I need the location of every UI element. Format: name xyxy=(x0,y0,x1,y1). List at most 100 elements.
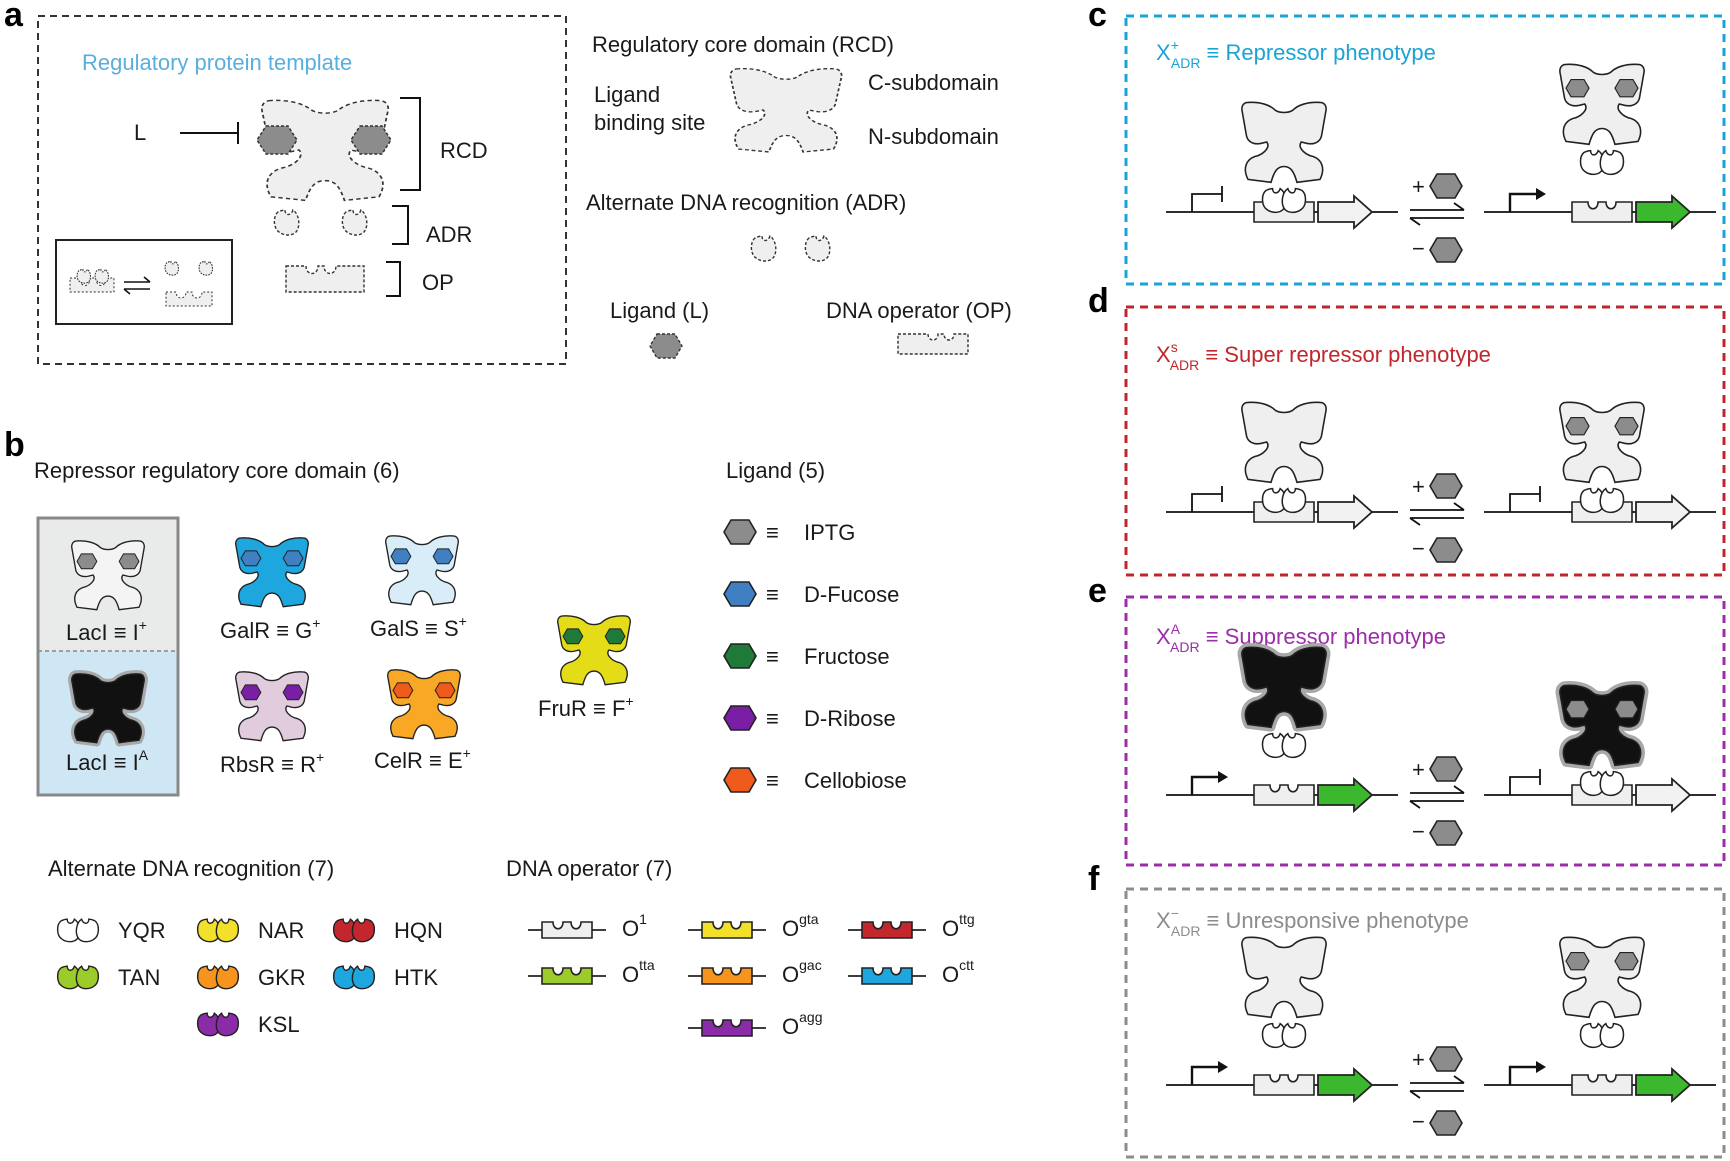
operator-site xyxy=(1571,1074,1633,1096)
ligand-hex-iptg xyxy=(723,519,757,545)
ligand-binding-line2: binding site xyxy=(594,110,705,135)
scene-e-right-adr xyxy=(1579,770,1625,797)
ligand-equiv: ≡ xyxy=(766,768,779,793)
ligand-equiv: ≡ xyxy=(766,582,779,607)
scene-d: +− xyxy=(1166,401,1716,563)
frur-protein xyxy=(557,615,631,686)
panel-label-c: c xyxy=(1088,0,1107,34)
scene-e-left-adr xyxy=(1261,732,1307,759)
equilibrium-arrows: +− xyxy=(1409,1046,1465,1136)
ligand-legend-hex xyxy=(649,333,683,359)
laci-a-label: LacI ≡ IA xyxy=(66,747,149,775)
template-adr-left xyxy=(273,209,300,236)
ligand-equiv: ≡ xyxy=(766,520,779,545)
operator-label: Octt xyxy=(942,957,974,987)
ligand-hex-d-ribose xyxy=(723,705,757,731)
reporter-gene-off xyxy=(1317,493,1374,531)
scene-f-right-protein xyxy=(1559,936,1645,1019)
b-adr-title: Alternate DNA recognition (7) xyxy=(48,856,334,881)
ligand-L-label: L xyxy=(134,120,146,145)
plus-ligand-label: + xyxy=(1412,174,1425,199)
b-op-title: DNA operator (7) xyxy=(506,856,672,881)
reporter-gene-off xyxy=(1317,193,1374,231)
scene-c-left-protein xyxy=(1241,101,1327,184)
operator-ttg xyxy=(861,921,913,939)
ligand-hex-d-fucose xyxy=(723,581,757,607)
plus-ligand-label: + xyxy=(1412,1047,1425,1072)
operator-legend-shape xyxy=(897,333,969,355)
operator-gta xyxy=(701,921,753,939)
template-adr-right xyxy=(341,209,368,236)
rbsr-label: RbsR ≡ R+ xyxy=(220,749,324,777)
panel-c-frame xyxy=(1124,14,1726,286)
panel-f-title: X−ADR ≡ Unresponsive phenotype xyxy=(1156,905,1469,939)
equilibrium-arrows: +− xyxy=(1409,473,1465,563)
scene-f: +− xyxy=(1166,936,1716,1136)
adr-name: KSL xyxy=(258,1012,300,1037)
ligand-title: Ligand (L) xyxy=(610,298,709,323)
operator-label: Ottg xyxy=(942,911,975,941)
inset-bound xyxy=(69,277,115,293)
scene-f-left-adr xyxy=(1261,1022,1307,1049)
scene-c-right-protein xyxy=(1559,63,1645,146)
template-ligand-right xyxy=(350,125,392,155)
plus-ligand-label: + xyxy=(1412,757,1425,782)
scene-d-right-adr xyxy=(1579,487,1625,514)
operator-1 xyxy=(541,921,593,939)
operator-label: Ogac xyxy=(782,957,822,987)
adr-name: HQN xyxy=(394,918,443,943)
adr-name: HTK xyxy=(394,965,438,990)
adr-name: YQR xyxy=(118,918,166,943)
op-bracket xyxy=(386,261,401,297)
rcd-title: Regulatory core domain (RCD) xyxy=(592,32,894,57)
scene-f-left-protein xyxy=(1241,936,1327,1019)
reporter-gene-off xyxy=(1635,493,1692,531)
ligand-hex-cellobiose xyxy=(723,767,757,793)
ligand-binding-line1: Ligand xyxy=(594,82,660,107)
template-box xyxy=(37,15,567,365)
template-operator xyxy=(285,265,365,293)
ligand-list: ≡IPTG≡D-Fucose≡Fructose≡D-Ribose≡Cellobi… xyxy=(723,519,907,793)
ligand-name: IPTG xyxy=(804,520,855,545)
minus-ligand-label: − xyxy=(1412,536,1425,561)
operator-label: Ogta xyxy=(782,911,819,941)
panel-e-frame xyxy=(1124,595,1726,867)
scene-c: +− xyxy=(1166,63,1716,263)
rbsr-protein xyxy=(235,671,309,742)
adr-lobes-tan xyxy=(56,965,100,990)
scene-c-left-adr xyxy=(1261,187,1307,214)
operator-site xyxy=(1253,1074,1315,1096)
reporter-gene-on xyxy=(1317,1066,1374,1104)
adr-lobes-htk xyxy=(332,965,376,990)
adr-name: NAR xyxy=(258,918,304,943)
galr-label: GalR ≡ G+ xyxy=(220,615,320,643)
c-subdomain-label: C-subdomain xyxy=(868,70,999,95)
adr-lobes-gkr xyxy=(196,965,240,990)
reporter-gene-on xyxy=(1317,776,1374,814)
operator-label: Otta xyxy=(622,957,655,987)
scene-d-left-adr xyxy=(1261,487,1307,514)
adr-bracket xyxy=(392,205,409,245)
adr-lobes-hqn xyxy=(332,918,376,943)
operator-site xyxy=(1571,201,1633,223)
reporter-gene-off xyxy=(1635,776,1692,814)
ligand-name: D-Ribose xyxy=(804,706,896,731)
scene-f-right-adr xyxy=(1579,1022,1625,1049)
adr-lobes-ksl xyxy=(196,1012,240,1037)
panel-f-frame xyxy=(1124,887,1726,1159)
ligand-equiv: ≡ xyxy=(766,706,779,731)
adr-lobes-nar xyxy=(196,918,240,943)
plus-ligand-label: + xyxy=(1412,474,1425,499)
adr-label: ADR xyxy=(426,222,472,247)
panel-label-d: d xyxy=(1088,282,1109,320)
template-title: Regulatory protein template xyxy=(82,50,352,75)
ligand-name: Cellobiose xyxy=(804,768,907,793)
gals-label: GalS ≡ S+ xyxy=(370,613,467,641)
panel-label-f: f xyxy=(1088,860,1100,898)
laci-a-protein xyxy=(72,674,145,743)
equilibrium-arrows: +− xyxy=(1409,173,1465,263)
celr-protein xyxy=(387,669,461,740)
